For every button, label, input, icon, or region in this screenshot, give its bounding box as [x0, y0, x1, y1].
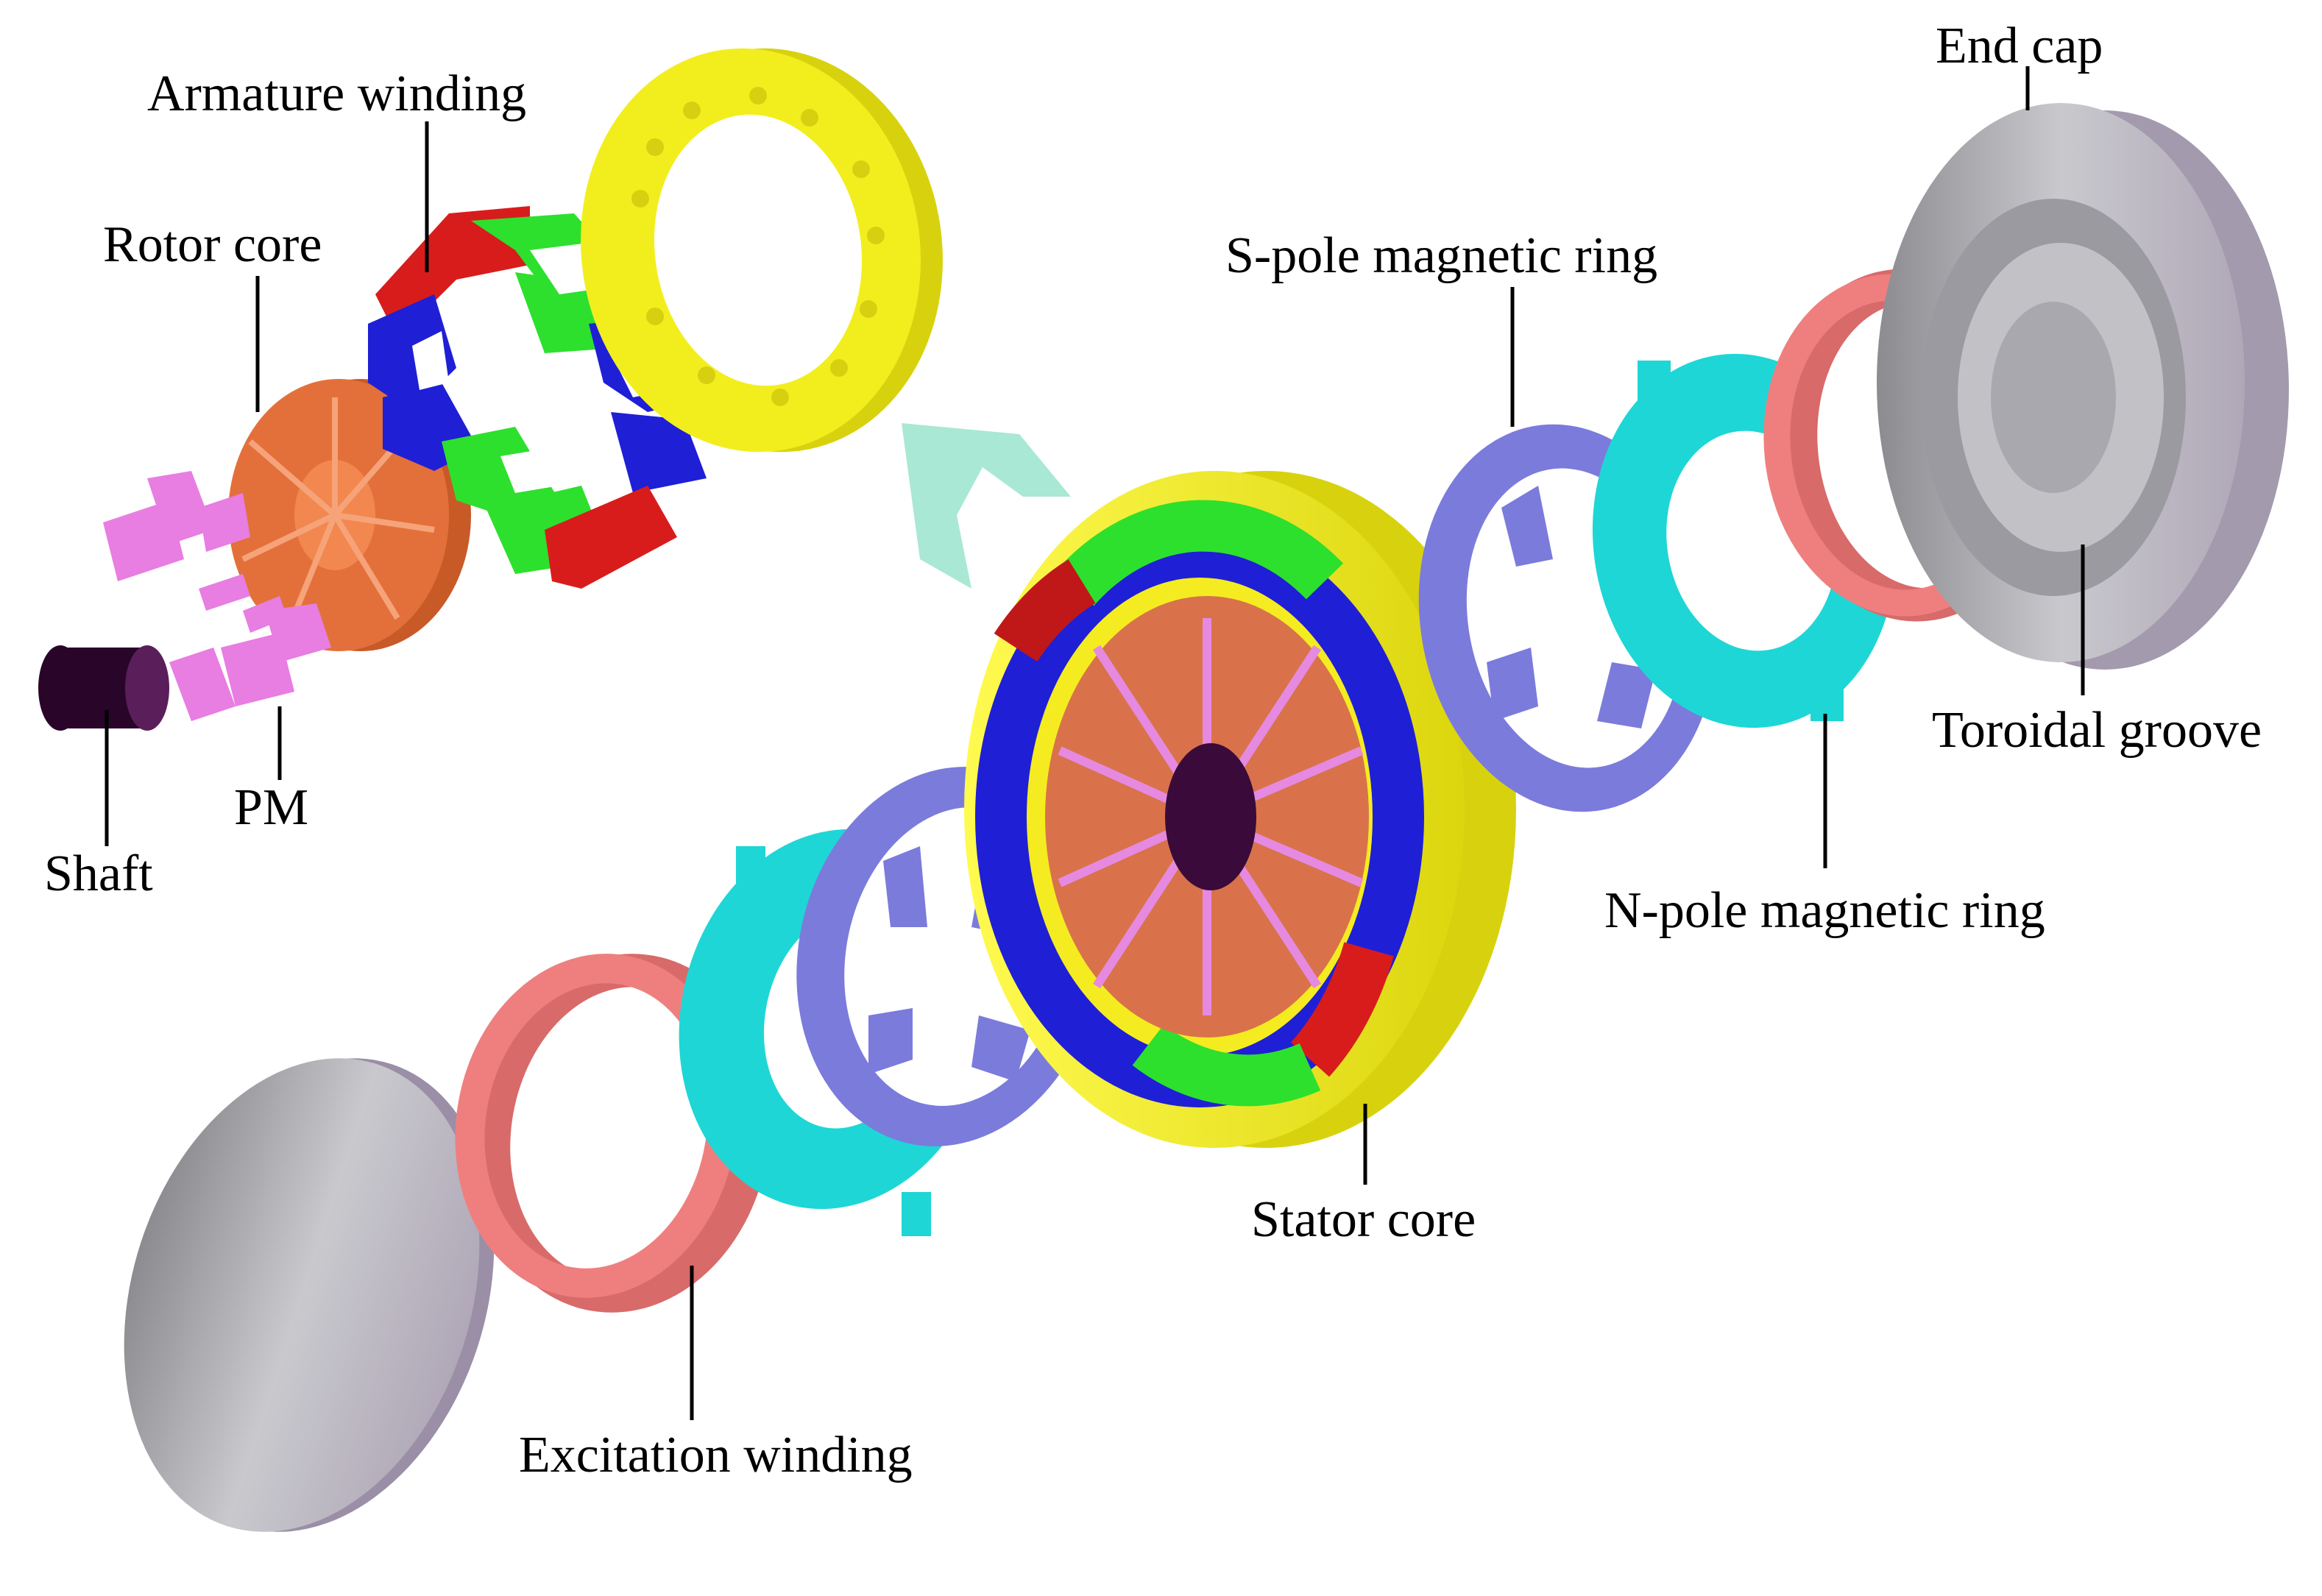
label-stator-core: Stator core — [1251, 1191, 1476, 1248]
shaft — [38, 645, 169, 731]
end-cap — [1877, 103, 2289, 670]
labels: Armature winding Rotor core Shaft PM End… — [44, 18, 2262, 1483]
label-shaft: Shaft — [44, 845, 153, 902]
label-end-cap: End cap — [1936, 18, 2103, 74]
label-pm: PM — [234, 779, 308, 836]
label-rotor-core: Rotor core — [103, 216, 322, 273]
pm-pieces — [103, 471, 331, 721]
label-excitation-winding: Excitation winding — [519, 1427, 913, 1483]
label-s-pole-ring: S-pole magnetic ring — [1225, 227, 1657, 284]
stator-core-assembly — [964, 471, 1516, 1148]
end-plate-left — [124, 1058, 495, 1532]
assembly-arrow — [902, 423, 1071, 589]
label-armature-winding: Armature winding — [147, 65, 526, 122]
label-n-pole-ring: N-pole magnetic ring — [1604, 882, 2045, 939]
leader-lines — [105, 66, 2085, 1420]
stator-ring-exploded — [581, 48, 943, 453]
label-toroidal-groove: Toroidal groove — [1932, 702, 2262, 759]
